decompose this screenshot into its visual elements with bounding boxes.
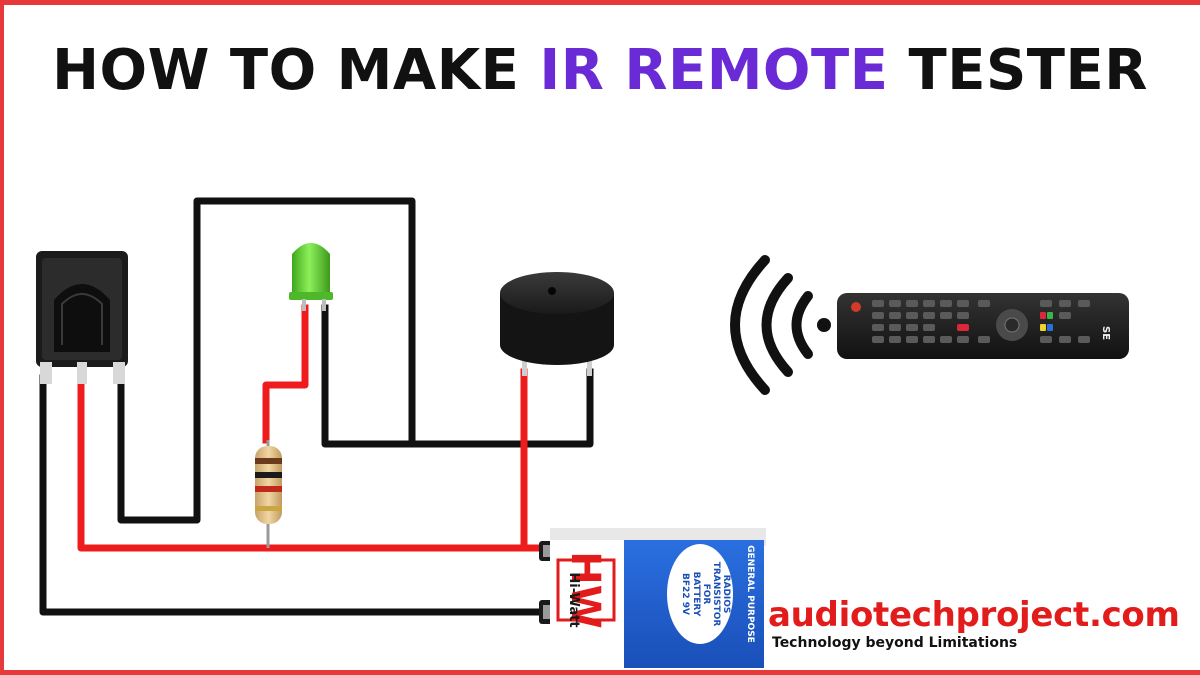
led-body: [292, 243, 330, 295]
wire-ir-left-to-battery-neg: [39, 374, 552, 616]
red-wires: [77, 304, 552, 552]
battery-brand-name: Hi-Watt: [566, 572, 581, 627]
title-part-1: HOW TO MAKE: [52, 38, 540, 103]
ir-signal-waves-icon: [730, 255, 831, 395]
resistor-body: [255, 446, 282, 524]
buzzer-top: [500, 272, 614, 314]
battery-9v: HW Hi-Watt BF22 9V BATTERY FOR TRANSISTO…: [539, 528, 766, 668]
buzzer: [500, 272, 614, 376]
title-accent: IR REMOTE: [539, 38, 889, 103]
battery-line-4: TRANSISTOR: [711, 562, 721, 627]
footer-brand: audiotechproject.com Technology beyond L…: [768, 596, 1180, 652]
battery-line-5: RADIOS: [721, 575, 731, 614]
battery-line-2: BATTERY: [691, 572, 701, 617]
battery-line-3: FOR: [701, 584, 711, 605]
battery-model: BF22 9V: [680, 573, 690, 615]
page-title: HOW TO MAKE IR REMOTE TESTER: [0, 38, 1200, 103]
battery-brand-logo: HW: [562, 551, 608, 629]
title-part-2: TESTER: [888, 38, 1148, 103]
remote-brand-mark: SE: [1100, 326, 1111, 340]
wire-ir-mid-to-battery-pos: [77, 374, 552, 552]
wire-led-anode-resistor: [262, 304, 309, 444]
ir-receiver: [36, 251, 128, 384]
battery-purpose: GENERAL PURPOSE: [745, 545, 755, 643]
black-wires: [39, 197, 594, 616]
resistor: [255, 440, 282, 548]
site-url[interactable]: audiotechproject.com: [768, 595, 1180, 635]
remote-control: SE: [837, 293, 1129, 359]
site-tagline: Technology beyond Limitations: [772, 635, 1018, 651]
green-led: [289, 243, 333, 311]
ir-receiver-dome: [54, 284, 110, 352]
wire-led-cathode-buzzer: [321, 304, 594, 448]
wire-ir-right-to-loop: [117, 197, 416, 524]
